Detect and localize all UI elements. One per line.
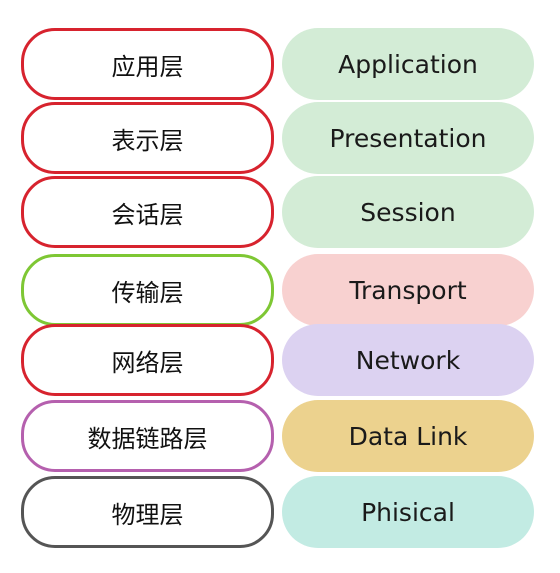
layer-en-label: Session <box>282 176 534 248</box>
layer-cn-label: 应用层 <box>21 28 274 100</box>
layer-en-label: Transport <box>282 254 534 326</box>
layer-cn-label: 物理层 <box>21 476 274 548</box>
layer-en-label: Phisical <box>282 476 534 548</box>
layer-row-transport: 传输层 Transport <box>0 254 560 328</box>
layer-en-label: Network <box>282 324 534 396</box>
layer-row-session: 会话层 Session <box>0 176 560 250</box>
layer-en-label: Data Link <box>282 400 534 472</box>
layer-row-presentation: 表示层 Presentation <box>0 102 560 176</box>
layer-row-data-link: 数据链路层 Data Link <box>0 400 560 474</box>
layer-en-label: Application <box>282 28 534 100</box>
layer-cn-label: 表示层 <box>21 102 274 174</box>
layer-cn-label: 网络层 <box>21 324 274 396</box>
layer-row-application: 应用层 Application <box>0 28 560 102</box>
layer-cn-label: 数据链路层 <box>21 400 274 472</box>
layer-row-physical: 物理层 Phisical <box>0 476 560 550</box>
layer-en-label: Presentation <box>282 102 534 174</box>
layer-row-network: 网络层 Network <box>0 324 560 398</box>
layer-cn-label: 会话层 <box>21 176 274 248</box>
layer-cn-label: 传输层 <box>21 254 274 326</box>
